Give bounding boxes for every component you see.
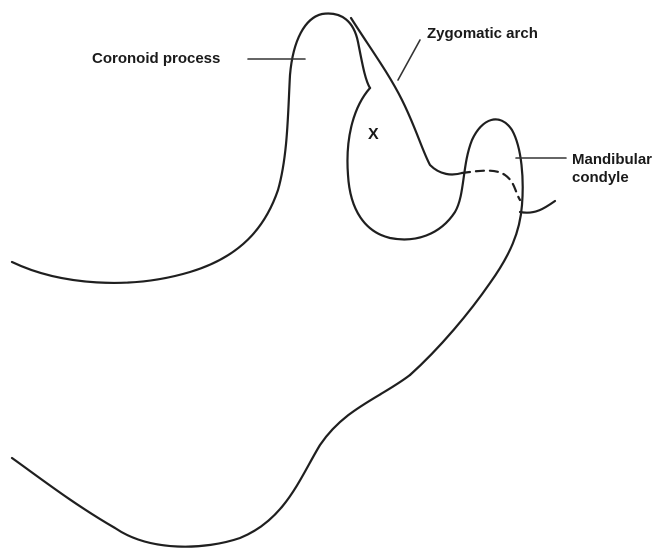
mandibular-condyle-label-line2: condyle	[572, 169, 652, 187]
zygomatic-leader-line	[398, 40, 420, 80]
condyle-neck-tail	[520, 201, 555, 213]
coronoid-process-label: Coronoid process	[92, 50, 220, 68]
zygomatic-arch-dashed	[462, 171, 520, 200]
mandibular-condyle-label-line1: Mandibular	[572, 151, 652, 169]
x-mark: X	[368, 126, 379, 144]
ramus-lower-border	[12, 375, 410, 547]
zygomatic-arch-label: Zygomatic arch	[427, 25, 538, 43]
mandibular-condyle-label: Mandibular condyle	[572, 151, 652, 187]
